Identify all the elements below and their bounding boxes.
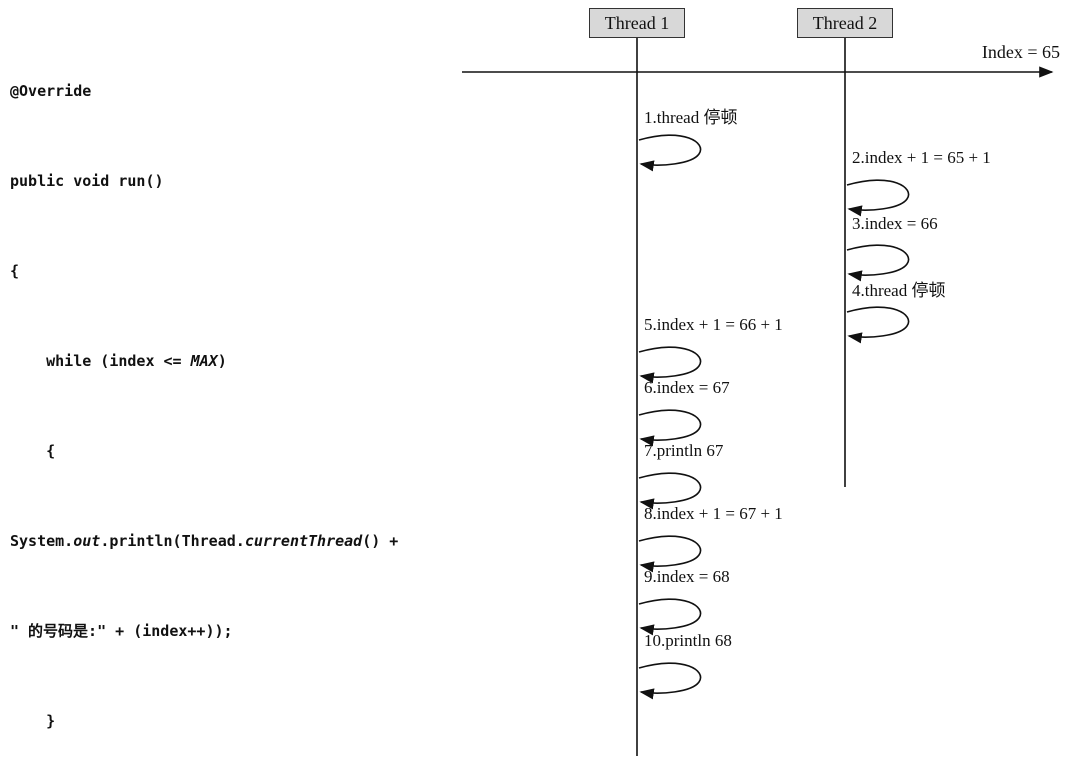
message-label-9: 9.index = 68 bbox=[644, 567, 730, 586]
message-label-3: 3.index = 66 bbox=[852, 214, 938, 233]
message-label-5: 5.index + 1 = 66 + 1 bbox=[644, 315, 783, 334]
self-message-arrow-5 bbox=[638, 346, 702, 384]
code-line: { bbox=[10, 436, 398, 466]
code-line: @Override bbox=[10, 76, 398, 106]
code-segment-italic: currentThread bbox=[244, 532, 363, 550]
code-segment: .println(Thread. bbox=[100, 532, 245, 550]
code-line: { bbox=[10, 256, 398, 286]
self-message-arrow-4 bbox=[846, 306, 910, 344]
code-segment: while (index <= bbox=[10, 352, 191, 370]
thread1-header: Thread 1 bbox=[589, 8, 685, 38]
code-segment: " 的号码是:" + (index++)); bbox=[10, 622, 233, 640]
code-line: System.out.println(Thread.currentThread(… bbox=[10, 526, 398, 556]
message-label-8: 8.index + 1 = 67 + 1 bbox=[644, 504, 783, 523]
code-segment: { bbox=[10, 262, 20, 280]
code-line: while (index <= MAX) bbox=[10, 346, 398, 376]
code-line: public void run() bbox=[10, 166, 398, 196]
code-block: @Override public void run() { while (ind… bbox=[10, 16, 398, 764]
self-message-arrow-1 bbox=[638, 134, 702, 172]
self-message-arrow-3 bbox=[846, 244, 910, 282]
code-segment: } bbox=[10, 712, 56, 730]
code-segment-italic: MAX bbox=[190, 352, 218, 370]
self-message-arrow-8 bbox=[638, 535, 702, 573]
self-message-arrow-10 bbox=[638, 662, 702, 700]
message-label-7: 7.println 67 bbox=[644, 441, 724, 460]
code-segment: { bbox=[10, 442, 56, 460]
message-label-1: 1.thread 停顿 bbox=[644, 108, 738, 127]
code-line: " 的号码是:" + (index++)); bbox=[10, 616, 398, 646]
thread2-header: Thread 2 bbox=[797, 8, 893, 38]
code-segment: @Override bbox=[10, 82, 92, 100]
code-segment: () + bbox=[362, 532, 399, 550]
self-message-arrow-9 bbox=[638, 598, 702, 636]
code-segment: System. bbox=[10, 532, 74, 550]
code-segment: ) bbox=[217, 352, 227, 370]
self-message-arrow-7 bbox=[638, 472, 702, 510]
message-label-6: 6.index = 67 bbox=[644, 378, 730, 397]
code-line: } bbox=[10, 706, 398, 736]
code-segment-italic: out bbox=[73, 532, 101, 550]
message-label-2: 2.index + 1 = 65 + 1 bbox=[852, 148, 991, 167]
self-message-arrow-2 bbox=[846, 179, 910, 217]
message-label-10: 10.println 68 bbox=[644, 631, 732, 650]
code-segment: public void run() bbox=[10, 172, 164, 190]
self-message-arrow-6 bbox=[638, 409, 702, 447]
timeline-value-label: Index = 65 bbox=[981, 42, 1060, 62]
message-label-4: 4.thread 停顿 bbox=[852, 281, 946, 300]
